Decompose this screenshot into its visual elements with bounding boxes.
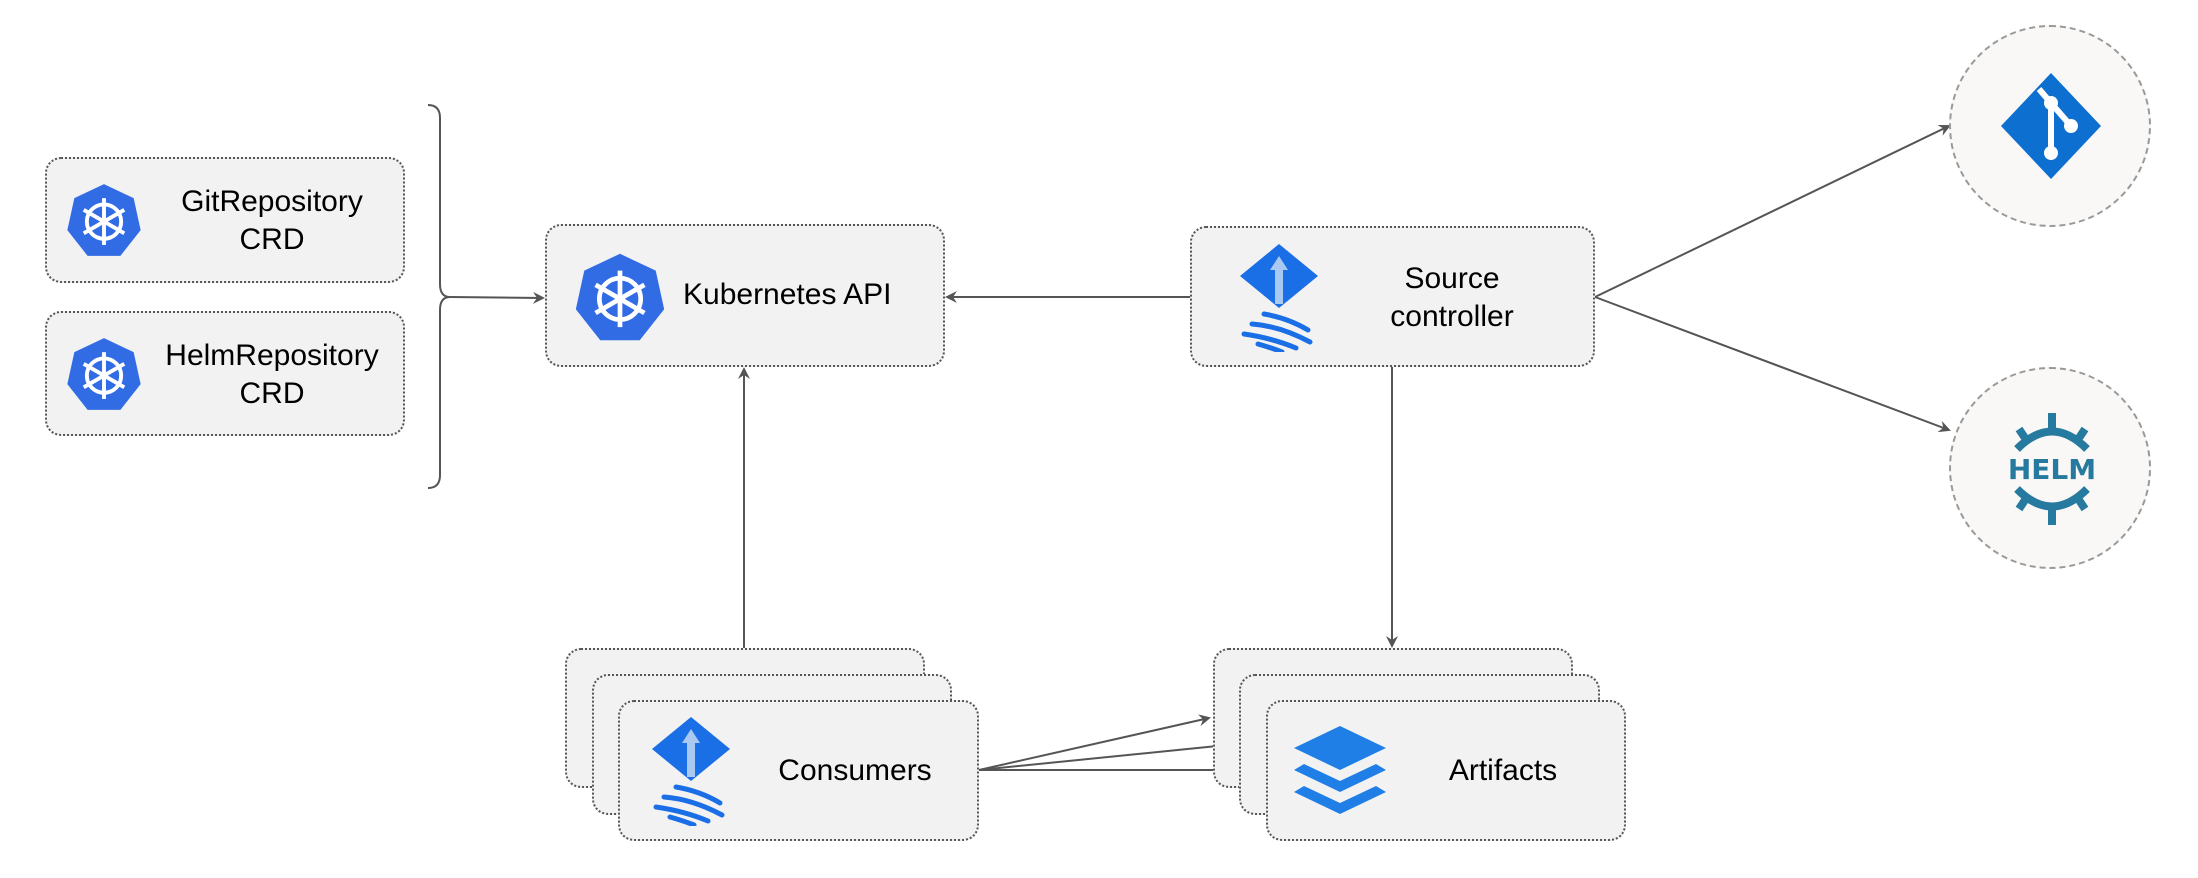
crd-brace xyxy=(427,104,451,489)
artifacts-label: Artifacts xyxy=(1448,754,1558,787)
label-line: HelmRepository xyxy=(165,339,379,372)
source-controller-label: Source controller xyxy=(1362,260,1542,336)
kubernetes-api-node[interactable]: Kubernetes API xyxy=(545,224,945,367)
flux-icon xyxy=(1240,244,1318,352)
edge-consumers-to-artifacts-2 xyxy=(978,739,1239,771)
consumers-label: Consumers xyxy=(778,754,932,787)
helm-icon: HELM xyxy=(2008,413,2096,525)
label-line: Source xyxy=(1404,262,1500,295)
source-controller-node[interactable]: Source controller xyxy=(1190,226,1595,367)
edge-crds-to-api xyxy=(449,291,545,304)
edge-consumers-to-artifacts-1 xyxy=(978,714,1211,771)
edge-source-to-helm xyxy=(1594,296,1951,433)
label-line: CRD xyxy=(239,377,305,410)
kubernetes-api-label: Kubernetes API xyxy=(683,278,892,311)
edge-source-to-git xyxy=(1594,124,1951,298)
kubernetes-icon xyxy=(575,253,665,341)
label-line: GitRepository xyxy=(181,185,363,218)
label-line: CRD xyxy=(239,223,305,256)
artifacts-node[interactable]: Artifacts xyxy=(1266,700,1626,841)
layers-icon xyxy=(1294,726,1386,814)
kubernetes-icon xyxy=(67,338,141,410)
helm-logo-text: HELM xyxy=(2008,453,2096,486)
git-icon xyxy=(2001,73,2101,179)
kubernetes-icon xyxy=(67,184,141,256)
consumers-node[interactable]: Consumers xyxy=(618,700,979,841)
flux-icon xyxy=(652,717,730,826)
label-line: controller xyxy=(1390,300,1514,333)
git-node[interactable] xyxy=(1949,25,2151,227)
helm-node[interactable]: HELM xyxy=(1949,367,2151,569)
